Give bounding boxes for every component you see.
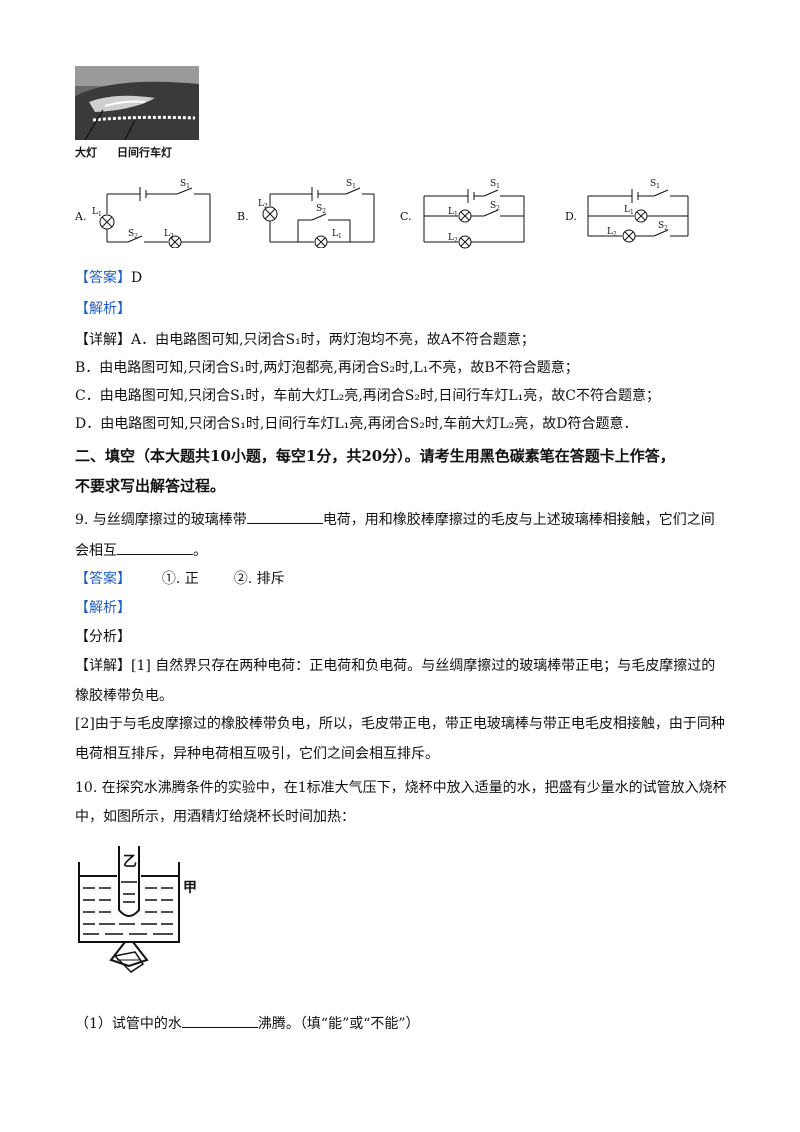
q8-detail-line-b: B．由电路图可知,只闭合S₁时,两灯泡都亮,再闭合S₂时,L₁不亮，故B不符合题… [75, 360, 579, 376]
circuit-diagram-d: S1 L1 L2 S2 [587, 179, 689, 243]
svg-text:L2: L2 [448, 233, 458, 244]
svg-text:L1: L1 [624, 205, 634, 216]
svg-text:L2: L2 [258, 199, 268, 210]
svg-text:L1: L1 [448, 207, 458, 218]
q9-stem-line2: 会相互 。 [75, 540, 207, 561]
svg-text:S2: S2 [128, 229, 138, 240]
q8-detail-line-c: C．由电路图可知,只闭合S₁时，车前大灯L₂亮,再闭合S₂时,日间行车灯L₁亮，… [75, 388, 660, 404]
q8-detail-line-d: D．由电路图可知,只闭合S₁时,日间行车灯L₁亮,再闭合S₂时,车前大灯L₂亮，… [75, 416, 638, 432]
q9-answer-2: ②. 排斥 [233, 571, 285, 587]
q9-detail-2a: [2]由于与毛皮摩擦过的橡胶棒带负电，所以，毛皮带正电，带正电玻璃棒与带正电毛皮… [75, 716, 725, 732]
svg-text:L2: L2 [164, 229, 174, 240]
option-d-label: D. [565, 210, 577, 223]
label-tube: 乙 [123, 854, 137, 870]
q8-analysis-tag: 【解析】 [75, 301, 131, 317]
svg-text:S1: S1 [650, 179, 660, 190]
car-photo [75, 66, 199, 140]
label-beaker: 甲 [183, 880, 197, 896]
q9-detail-2b: 电荷相互排斥，异种电荷相互吸引，它们之间会相互排斥。 [75, 746, 439, 762]
svg-text:S1: S1 [346, 179, 356, 190]
q9-answer-line: 【答案】 ①. 正 ②. 排斥 [75, 569, 285, 589]
q9-stem-part1: 9. 与丝绸摩擦过的玻璃棒带 [75, 512, 247, 528]
q10-stem-line2: 中，如图所示，用酒精灯给烧杯长时间加热： [75, 809, 355, 825]
q8-detail-tag: 【详解】 [75, 332, 131, 348]
q8-answer-tag: 【答案】 [75, 270, 131, 286]
q10-sub1: （1）试管中的水 沸腾。（填“能”或“不能”） [75, 1013, 420, 1034]
q9-stem-line1: 9. 与丝绸摩擦过的玻璃棒带 电荷，用和橡胶棒摩擦过的毛皮与上述玻璃棒相接触，它们… [75, 509, 715, 530]
q9-stem-line2-part1: 会相互 [75, 543, 117, 559]
q9-detail-tag: 【详解】 [75, 658, 131, 674]
q8-detail-a: 【详解】A．由电路图可知,只闭合S₁时，两灯泡均不亮，故A不符合题意； [75, 330, 535, 350]
q9-stem-part2: 电荷，用和橡胶棒摩擦过的毛皮与上述玻璃棒相接触，它们之间 [322, 512, 715, 528]
q9-blank-1 [246, 509, 323, 524]
beaker-test-tube-figure: 乙 甲 [78, 846, 197, 973]
circuit-diagram-b: S1 L2 S2 L1 [258, 179, 375, 248]
q9-answer-1: ①. 正 [161, 571, 199, 587]
q9-analysis-tag: 【解析】 [75, 600, 131, 616]
caption-daylight-lamp: 日间行车灯 [117, 146, 172, 159]
q8-answer: D [131, 270, 143, 286]
svg-text:L2: L2 [607, 227, 617, 238]
q10-sub1-blank [181, 1013, 258, 1028]
q10-stem-line1: 10. 在探究水沸腾条件的实验中，在1标准大气压下，烧杯中放入适量的水，把盛有少… [75, 780, 727, 796]
section2-heading-line1: 二、填空（本大题共10小题，每空1分，共20分）。请考生用黑色碳素笔在答题卡上作… [75, 447, 675, 465]
q8-detail-line-a: A．由电路图可知,只闭合S₁时，两灯泡均不亮，故A不符合题意； [131, 332, 535, 348]
circuit-diagram-a: S1 L1 S2 L2 [92, 179, 211, 248]
svg-text:S2: S2 [316, 204, 326, 215]
svg-text:S2: S2 [490, 201, 500, 212]
car-photo-graphic [75, 66, 199, 140]
q10-sub1-part1: （1）试管中的水 [75, 1016, 182, 1032]
svg-text:L1: L1 [332, 229, 342, 240]
section2-heading-line2: 不要求写出解答过程。 [75, 477, 226, 495]
q9-detail-1b: 橡胶棒带负电。 [75, 688, 173, 704]
svg-text:L1: L1 [92, 207, 102, 218]
option-a-label: A. [75, 210, 87, 223]
q9-detail-1a-text: [1] 自然界只存在两种电荷：正电荷和负电荷。与丝绸摩擦过的玻璃棒带正电；与毛皮… [131, 658, 716, 674]
option-c-label: C. [400, 210, 412, 223]
svg-text:S1: S1 [180, 179, 190, 190]
q9-fenxi-tag: 【分析】 [75, 629, 131, 645]
caption-headlight: 大灯 [75, 146, 97, 159]
circuit-diagram-c: S1 L1 S2 L2 [423, 179, 525, 249]
svg-text:S2: S2 [658, 221, 668, 232]
option-b-label: B. [237, 210, 249, 223]
q9-blank-2 [117, 540, 193, 555]
q10-sub1-part2: 沸腾。（填“能”或“不能”） [257, 1016, 420, 1032]
q8-answer-line: 【答案】D [75, 268, 142, 288]
q9-detail-1a: 【详解】[1] 自然界只存在两种电荷：正电荷和负电荷。与丝绸摩擦过的玻璃棒带正电… [75, 656, 715, 676]
svg-text:S1: S1 [490, 179, 500, 190]
q9-answer-tag: 【答案】 [75, 571, 131, 587]
q9-stem-line2-part2: 。 [193, 543, 207, 559]
